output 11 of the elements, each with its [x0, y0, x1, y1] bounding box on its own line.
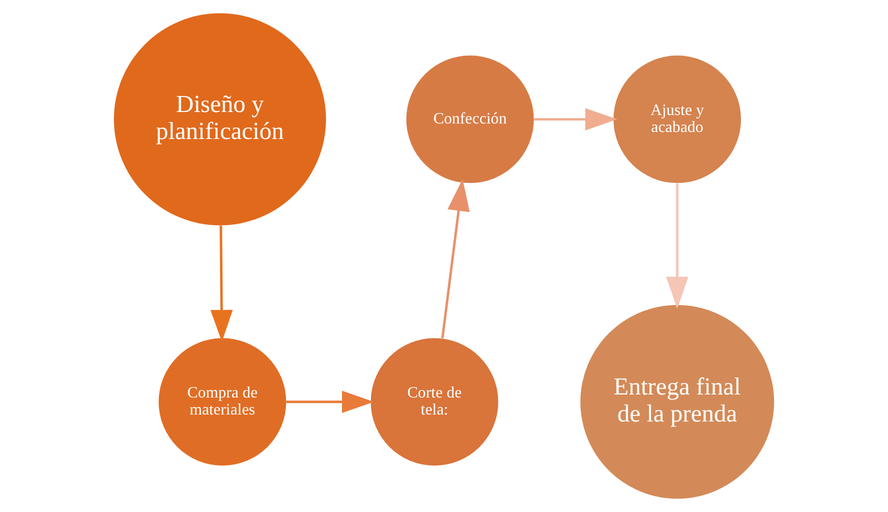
arrow	[666, 183, 688, 309]
arrow	[441, 179, 470, 338]
node-circle: Compra de materiales	[158, 338, 286, 466]
arrow	[286, 390, 374, 414]
node-circle: Confección	[406, 56, 534, 184]
node-circle: Corte de tela:	[370, 338, 498, 466]
node-circle: Ajuste y acabado	[614, 56, 741, 184]
node-circle: Diseño y planificación	[114, 13, 326, 226]
node-circle: Entrega final de la prenda	[580, 305, 774, 499]
arrow	[534, 108, 618, 130]
arrow	[210, 226, 233, 342]
